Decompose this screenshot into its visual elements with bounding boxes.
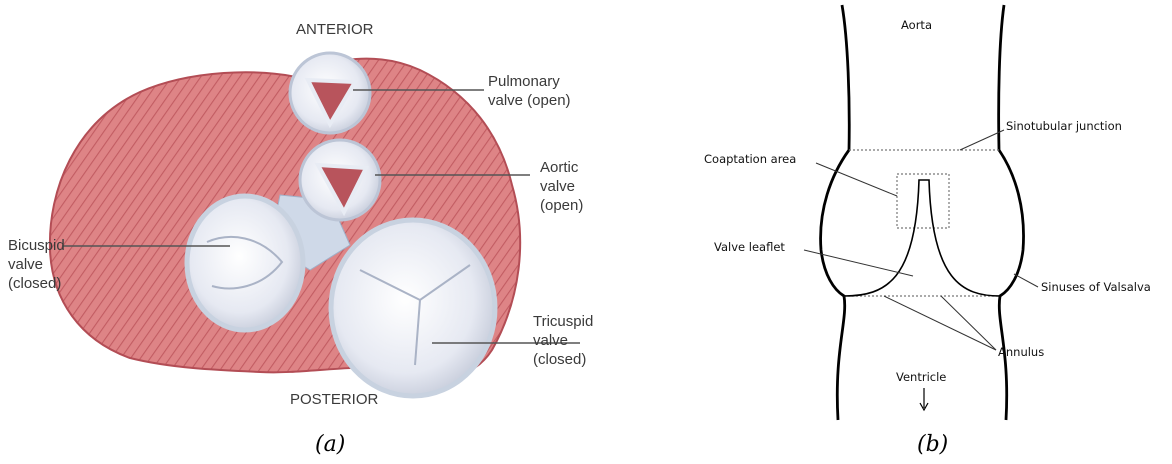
leader-annulus-1 <box>884 296 996 350</box>
bicuspid-valve-label: Bicuspid valve (closed) <box>8 236 65 293</box>
leader-leaflet <box>804 250 913 276</box>
sinotubular-junction-label: Sinotubular junction <box>1006 119 1122 133</box>
valve-leaflets <box>844 180 1000 296</box>
leader-sinotubular <box>960 130 1004 150</box>
leader-sinuses <box>1014 274 1038 287</box>
caption-a: (a) <box>315 432 345 457</box>
aortic-root-schematic <box>586 0 1172 464</box>
leader-annulus-2 <box>941 296 996 350</box>
aortic-valve-graphic <box>300 140 380 220</box>
panel-b-aortic-root: Aorta Sinotubular junction Coaptation ar… <box>586 0 1172 464</box>
annulus-label: Annulus <box>998 345 1044 359</box>
sinuses-of-valsalva-label: Sinuses of Valsalva <box>1041 280 1151 294</box>
panel-a-heart-valves: ANTERIOR POSTERIOR Pulmonary valve (open… <box>0 0 586 464</box>
tricuspid-valve-graphic <box>331 220 495 396</box>
aortic-valve-label: Aortic valve (open) <box>540 158 586 215</box>
pulmonary-valve-label: Pulmonary valve (open) <box>488 72 571 110</box>
anterior-label: ANTERIOR <box>296 20 374 39</box>
valve-leaflet-label: Valve leaflet <box>714 240 785 254</box>
aortic-wall-left <box>821 5 850 420</box>
posterior-label: POSTERIOR <box>290 390 378 409</box>
caption-b: (b) <box>917 432 948 457</box>
bicuspid-valve-graphic <box>187 196 303 330</box>
pulmonary-valve-graphic <box>290 53 370 133</box>
tricuspid-valve-label: Tricuspid valve (closed) <box>533 312 593 369</box>
coaptation-box <box>897 174 949 228</box>
aorta-label: Aorta <box>901 18 932 32</box>
coaptation-area-label: Coaptation area <box>704 152 796 166</box>
ventricle-label: Ventricle <box>896 370 946 384</box>
